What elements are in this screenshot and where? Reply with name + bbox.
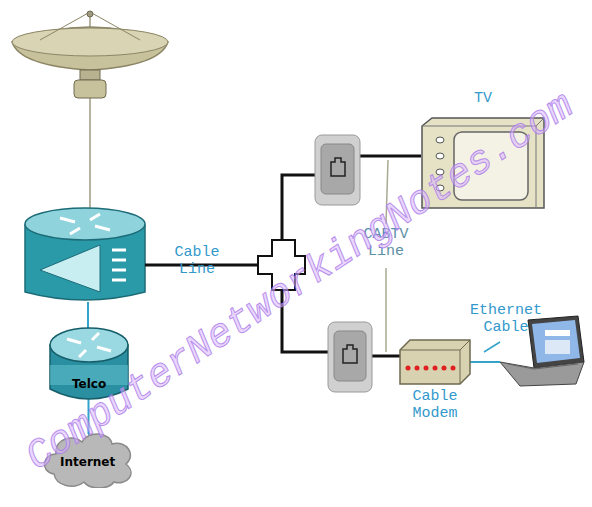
ethernet-cable xyxy=(470,361,500,363)
fiber-link xyxy=(87,302,89,330)
wall-outlet xyxy=(315,135,360,205)
leader-line xyxy=(484,342,500,352)
node-label: TV xyxy=(474,90,492,107)
node-label: Cable Modem xyxy=(403,388,467,422)
cable-label: Cable Line xyxy=(164,244,230,278)
wall-outlet xyxy=(328,322,372,392)
satellite-dish xyxy=(12,11,168,210)
coax-cable xyxy=(145,156,421,356)
headend-router xyxy=(25,208,145,300)
modem-node: Cable Modem xyxy=(396,338,474,424)
cable-label: Ethernet Cable xyxy=(458,302,554,336)
